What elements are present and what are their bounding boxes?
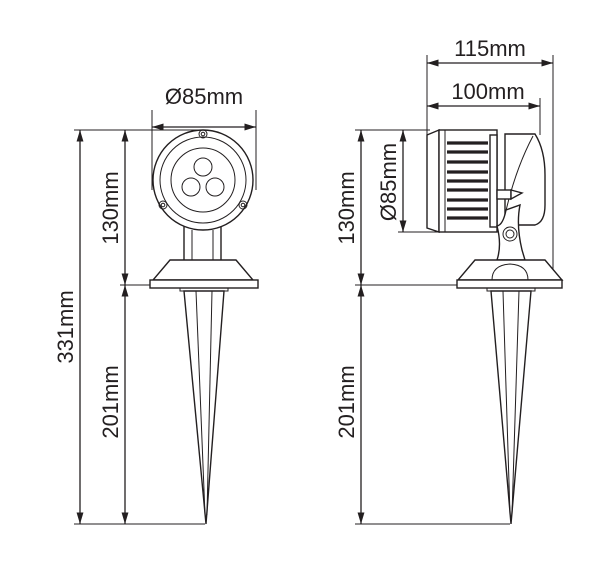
dimension-total-height: 331mm [53, 130, 84, 524]
dimension-side-diameter: Ø85mm [376, 130, 407, 232]
dimension-side-spike-length: 201mm [334, 285, 365, 524]
dimension-side-head-height: 130mm [334, 130, 365, 285]
heatsink-fins [447, 141, 488, 220]
front-view: Ø85mm 331mm 130mm 201mm [53, 84, 259, 525]
lamp-front-shape [149, 129, 259, 525]
side-head-height-label: 130mm [334, 171, 359, 244]
dimension-diameter: Ø85mm [152, 84, 256, 131]
dimension-head-depth: 100mm [427, 79, 540, 110]
lamp-side-shape [426, 128, 564, 525]
dimension-total-depth: 115mm [427, 36, 553, 67]
head-height-label: 130mm [98, 171, 123, 244]
dimension-spike-length: 201mm [98, 285, 129, 524]
head-depth-label: 100mm [451, 79, 524, 104]
side-view: 115mm 100mm Ø85mm 130mm 201mm [334, 36, 564, 525]
side-diameter-label: Ø85mm [376, 143, 401, 221]
total-depth-label: 115mm [454, 36, 526, 61]
spike-length-label: 201mm [98, 365, 123, 438]
total-height-label: 331mm [53, 290, 78, 363]
diameter-label: Ø85mm [165, 84, 243, 109]
dimension-head-height: 130mm [98, 130, 129, 285]
side-spike-length-label: 201mm [334, 365, 359, 438]
